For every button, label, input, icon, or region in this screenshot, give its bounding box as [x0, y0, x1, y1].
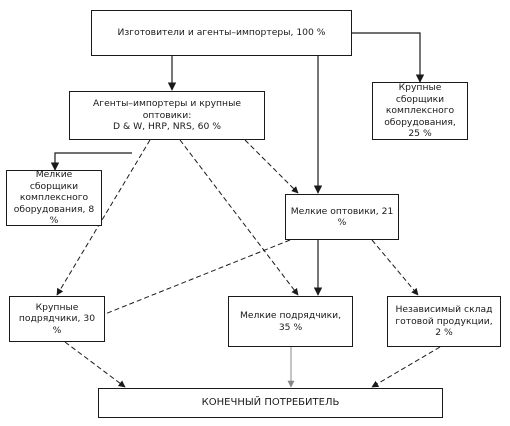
node-small-contractors-label: Мелкие подрядчики, 35 %	[239, 310, 342, 333]
node-manufacturers: Изготовители и агенты–импортеры, 100 %	[91, 10, 352, 56]
edge-small-wholesalers-to-warehouse	[371, 239, 419, 296]
node-small-contractors: Мелкие подрядчики, 35 %	[228, 296, 353, 347]
node-small-assemblers-label: Мелкие сборщики комплексного оборудовани…	[13, 169, 95, 227]
edge-manufacturers-to-large-assemblers	[352, 32, 425, 83]
node-large-contractors-label: Крупные подрядчики, 30 %	[18, 301, 96, 336]
edge-warehouse-to-consumer	[371, 346, 441, 388]
node-small-wholesalers: Мелкие оптовики, 21 %	[285, 194, 399, 240]
node-big-wholesalers: Агенты–импортеры и крупные оптовики: D &…	[69, 91, 265, 140]
node-independent-warehouse: Независимый склад готовой продукции, 2 %	[387, 296, 501, 347]
edge-big-wholesalers-to-small-wholesalers	[244, 139, 299, 194]
node-end-consumer: КОНЕЧНЫЙ ПОТРЕБИТЕЛЬ	[98, 388, 443, 418]
node-large-assemblers-label: Крупные сборщики комплексного оборудован…	[384, 82, 456, 140]
edge-big-wholesalers-to-large-contractors	[56, 139, 151, 296]
node-independent-warehouse-label: Независимый склад готовой продукции, 2 %	[395, 304, 493, 339]
edge-small-wholesalers-to-large-contractors	[94, 239, 291, 319]
edge-big-wholesalers-to-small-assemblers	[50, 152, 132, 171]
node-small-assemblers: Мелкие сборщики комплексного оборудовани…	[6, 169, 102, 227]
node-small-wholesalers-label: Мелкие оптовики, 21 %	[290, 205, 394, 229]
node-end-consumer-label: КОНЕЧНЫЙ ПОТРЕБИТЕЛЬ	[201, 397, 340, 409]
edge-big-wholesalers-to-small-contractors	[179, 139, 299, 296]
node-large-assemblers: Крупные сборщики комплексного оборудован…	[372, 82, 468, 140]
edge-large-contractors-to-consumer	[64, 341, 126, 388]
node-large-contractors: Крупные подрядчики, 30 %	[9, 296, 105, 342]
node-big-wholesalers-label: Агенты–импортеры и крупные оптовики: D &…	[93, 98, 241, 133]
node-manufacturers-label: Изготовители и агенты–импортеры, 100 %	[117, 27, 326, 39]
